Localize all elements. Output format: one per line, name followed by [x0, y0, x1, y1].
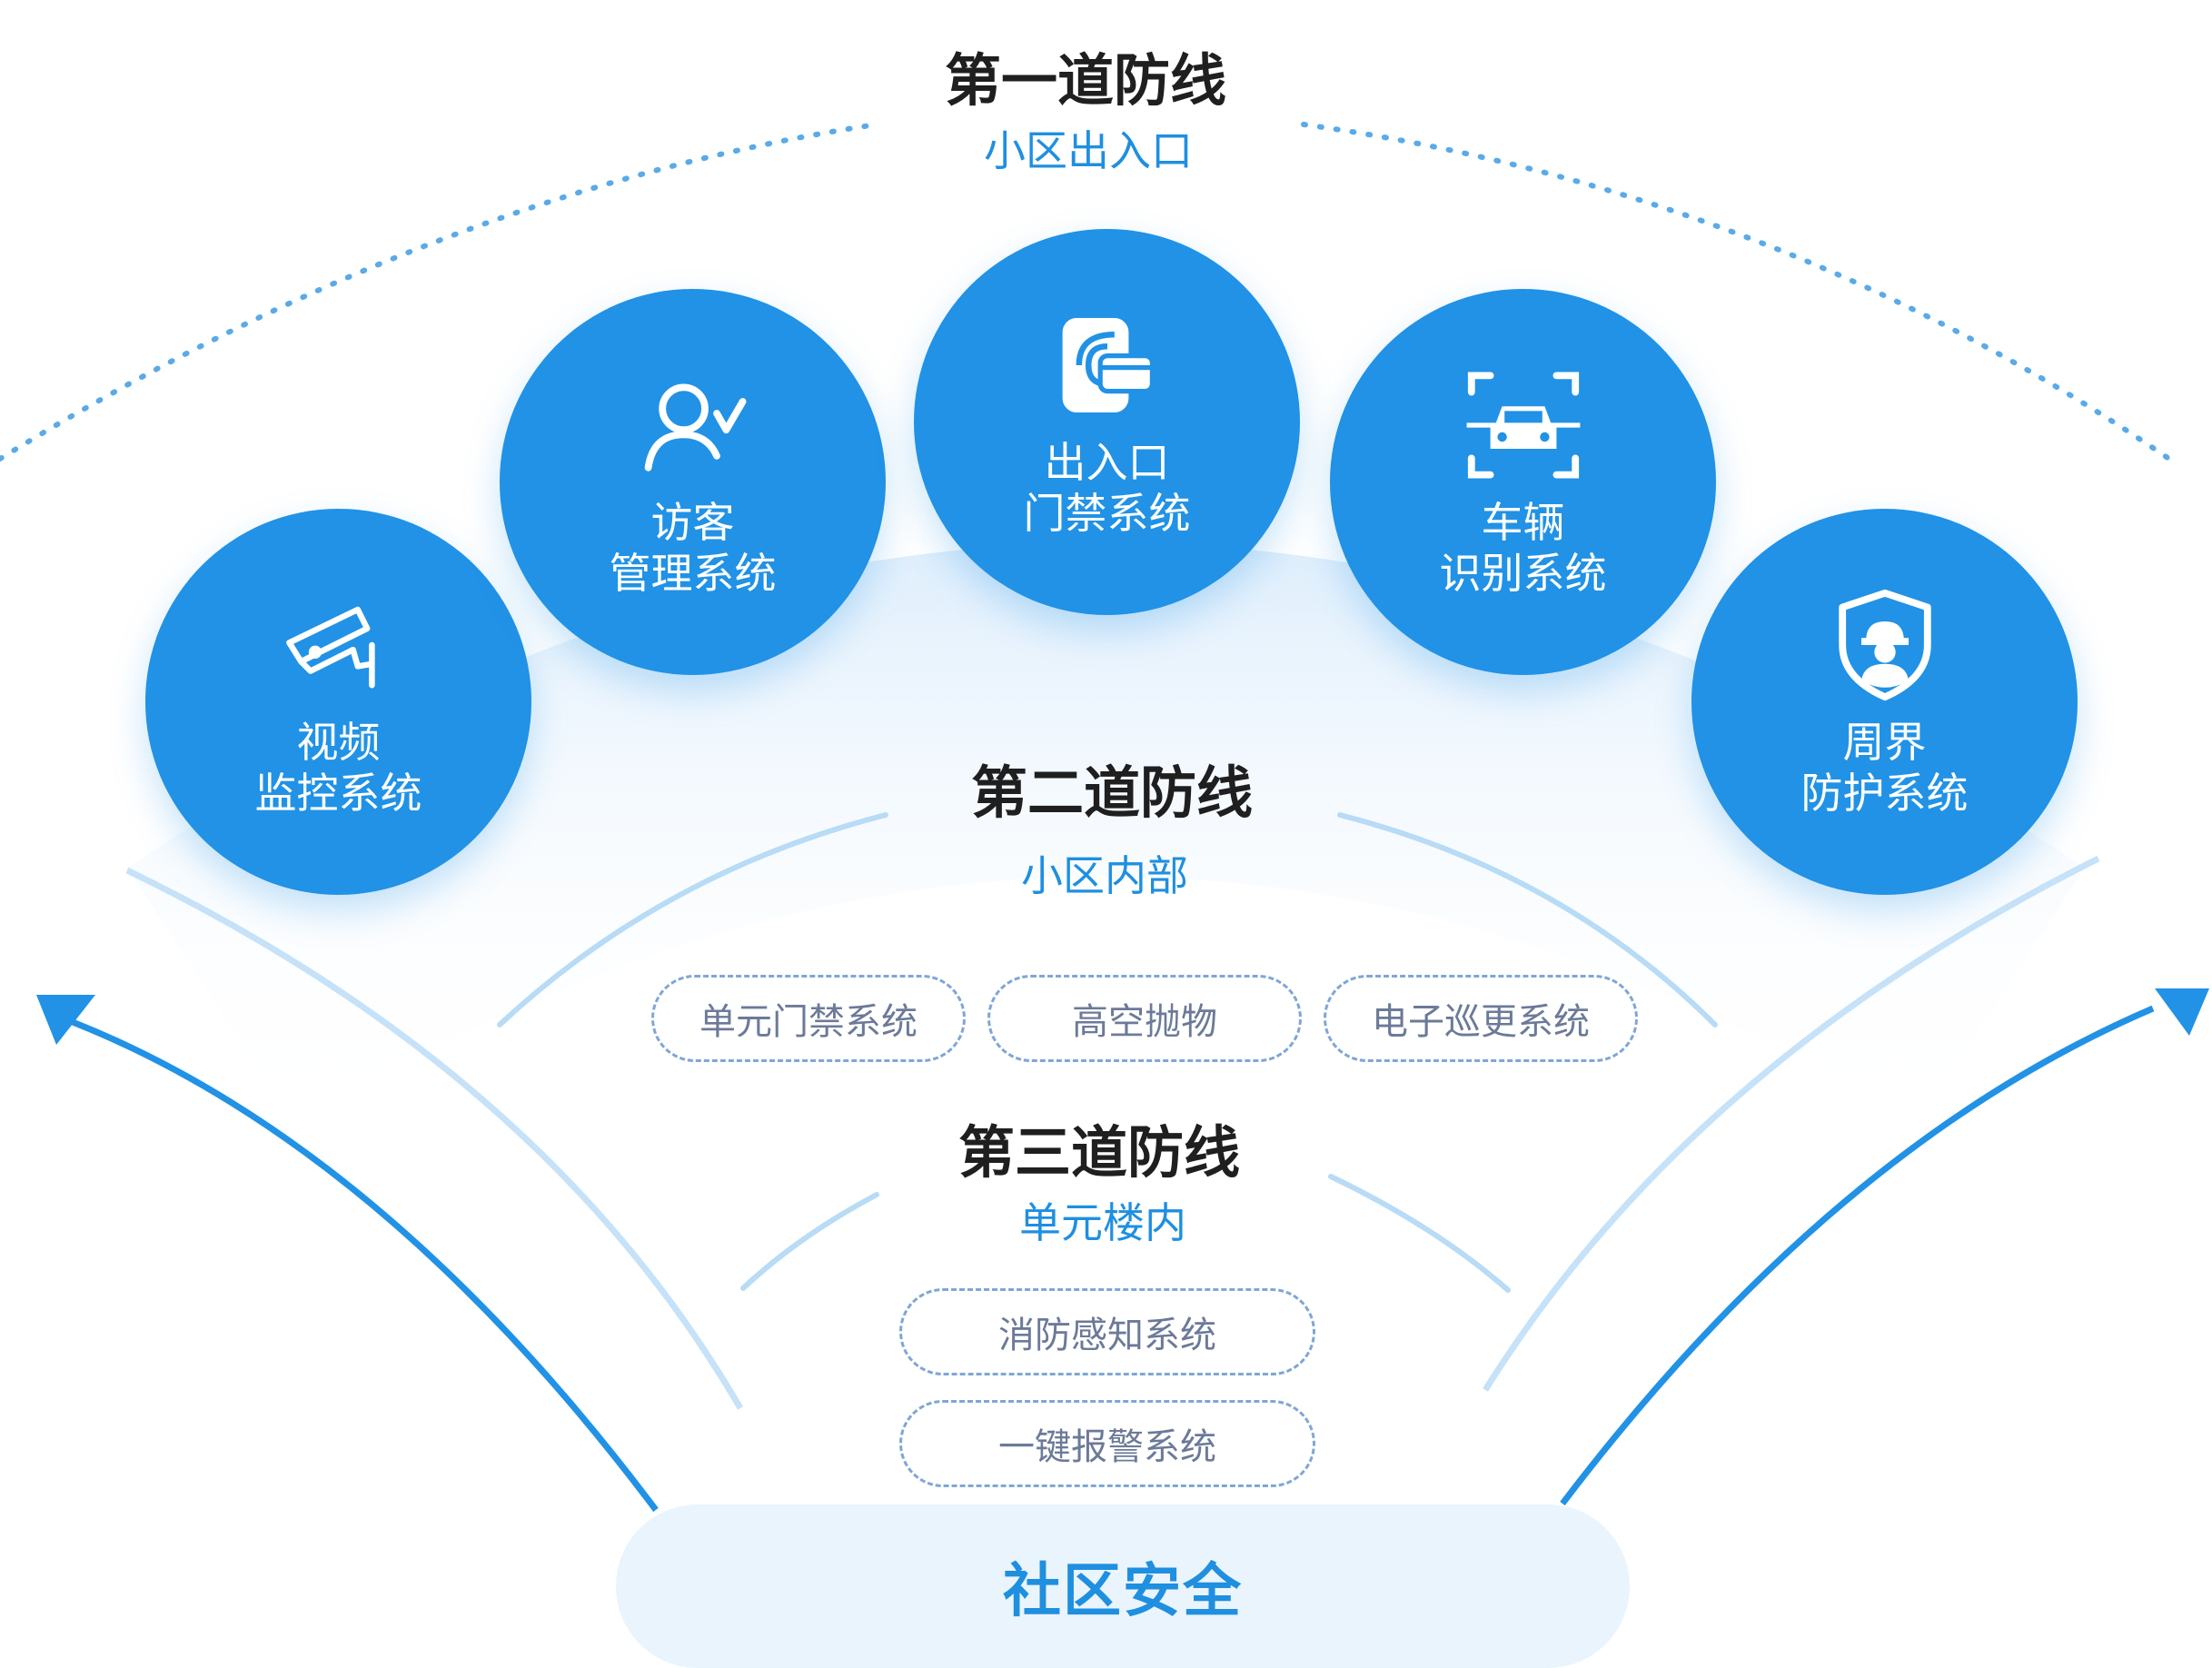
pill-label: 消防感知系统 — [998, 1315, 1216, 1356]
building-system-pill[interactable]: 消防感知系统 — [899, 1288, 1315, 1375]
outer-dotted-arc-left — [0, 122, 879, 462]
base-label: 社区安全 — [1003, 1558, 1243, 1625]
arrow-right-head — [2155, 988, 2209, 1036]
second-line-subtitle: 小区内部 — [1021, 851, 1188, 900]
system-circle-vehicle[interactable]: 车辆 识别系统 — [1330, 289, 1716, 675]
system-label-line2: 防护系统 — [1800, 768, 1969, 818]
side-curve-right — [1483, 855, 2100, 1392]
arrow-left-head — [36, 995, 95, 1045]
community-safety-base: 社区安全 — [616, 1504, 1630, 1668]
inner-system-pill[interactable]: 单元门禁系统 — [651, 975, 966, 1062]
side-curve-left — [125, 867, 744, 1410]
fan-band — [127, 542, 2085, 1127]
system-label-line1: 视频 — [296, 717, 381, 767]
system-label-line2: 门禁系统 — [1023, 488, 1191, 538]
third-arc-right — [1328, 1174, 1511, 1293]
system-label-line1: 出入口 — [1044, 437, 1170, 487]
access-card-icon — [1062, 317, 1155, 412]
cctv-camera-icon — [285, 606, 375, 688]
third-line-subtitle: 单元楼内 — [1019, 1198, 1186, 1247]
outer-dotted-arc-right — [1301, 122, 2178, 466]
third-line-title: 第三道防线 — [957, 1119, 1241, 1186]
arrow-right — [1560, 1005, 2155, 1506]
car-scan-icon — [1466, 372, 1580, 478]
arrow-left — [71, 1018, 659, 1513]
first-line-subtitle: 小区出入口 — [984, 126, 1193, 175]
system-circle-perimeter[interactable]: 周界 防护系统 — [1691, 509, 2078, 895]
second-line-title: 第二道防线 — [970, 760, 1254, 826]
visitor-check-icon — [644, 383, 746, 472]
third-arc-left — [740, 1192, 879, 1291]
system-label-line2: 管理系统 — [609, 548, 777, 598]
system-circle-access[interactable]: 出入口 门禁系统 — [914, 229, 1300, 615]
building-system-pill[interactable]: 一键报警系统 — [899, 1400, 1315, 1487]
inner-system-pill[interactable]: 高空抛物 — [987, 975, 1302, 1062]
pill-label: 一键报警系统 — [998, 1426, 1216, 1468]
inner-system-pill[interactable]: 电子巡更系统 — [1324, 975, 1638, 1062]
system-label-line1: 周界 — [1842, 717, 1927, 767]
pill-label: 电子巡更系统 — [1372, 1001, 1590, 1043]
system-label-line1: 车辆 — [1481, 497, 1565, 547]
system-label-line2: 识别系统 — [1439, 548, 1607, 598]
system-label-line1: 访客 — [650, 497, 735, 547]
system-label-line2: 监控系统 — [254, 768, 422, 818]
system-circle-video[interactable]: 视频 监控系统 — [145, 509, 531, 895]
first-line-title: 第一道防线 — [944, 47, 1227, 114]
second-arc-right — [1337, 812, 1718, 1028]
pill-label: 单元门禁系统 — [699, 1001, 918, 1043]
guard-shield-icon — [1838, 589, 1931, 700]
pill-label: 高空抛物 — [1072, 1001, 1217, 1043]
second-arc-left — [497, 812, 888, 1028]
system-circle-visitor[interactable]: 访客 管理系统 — [500, 289, 886, 675]
